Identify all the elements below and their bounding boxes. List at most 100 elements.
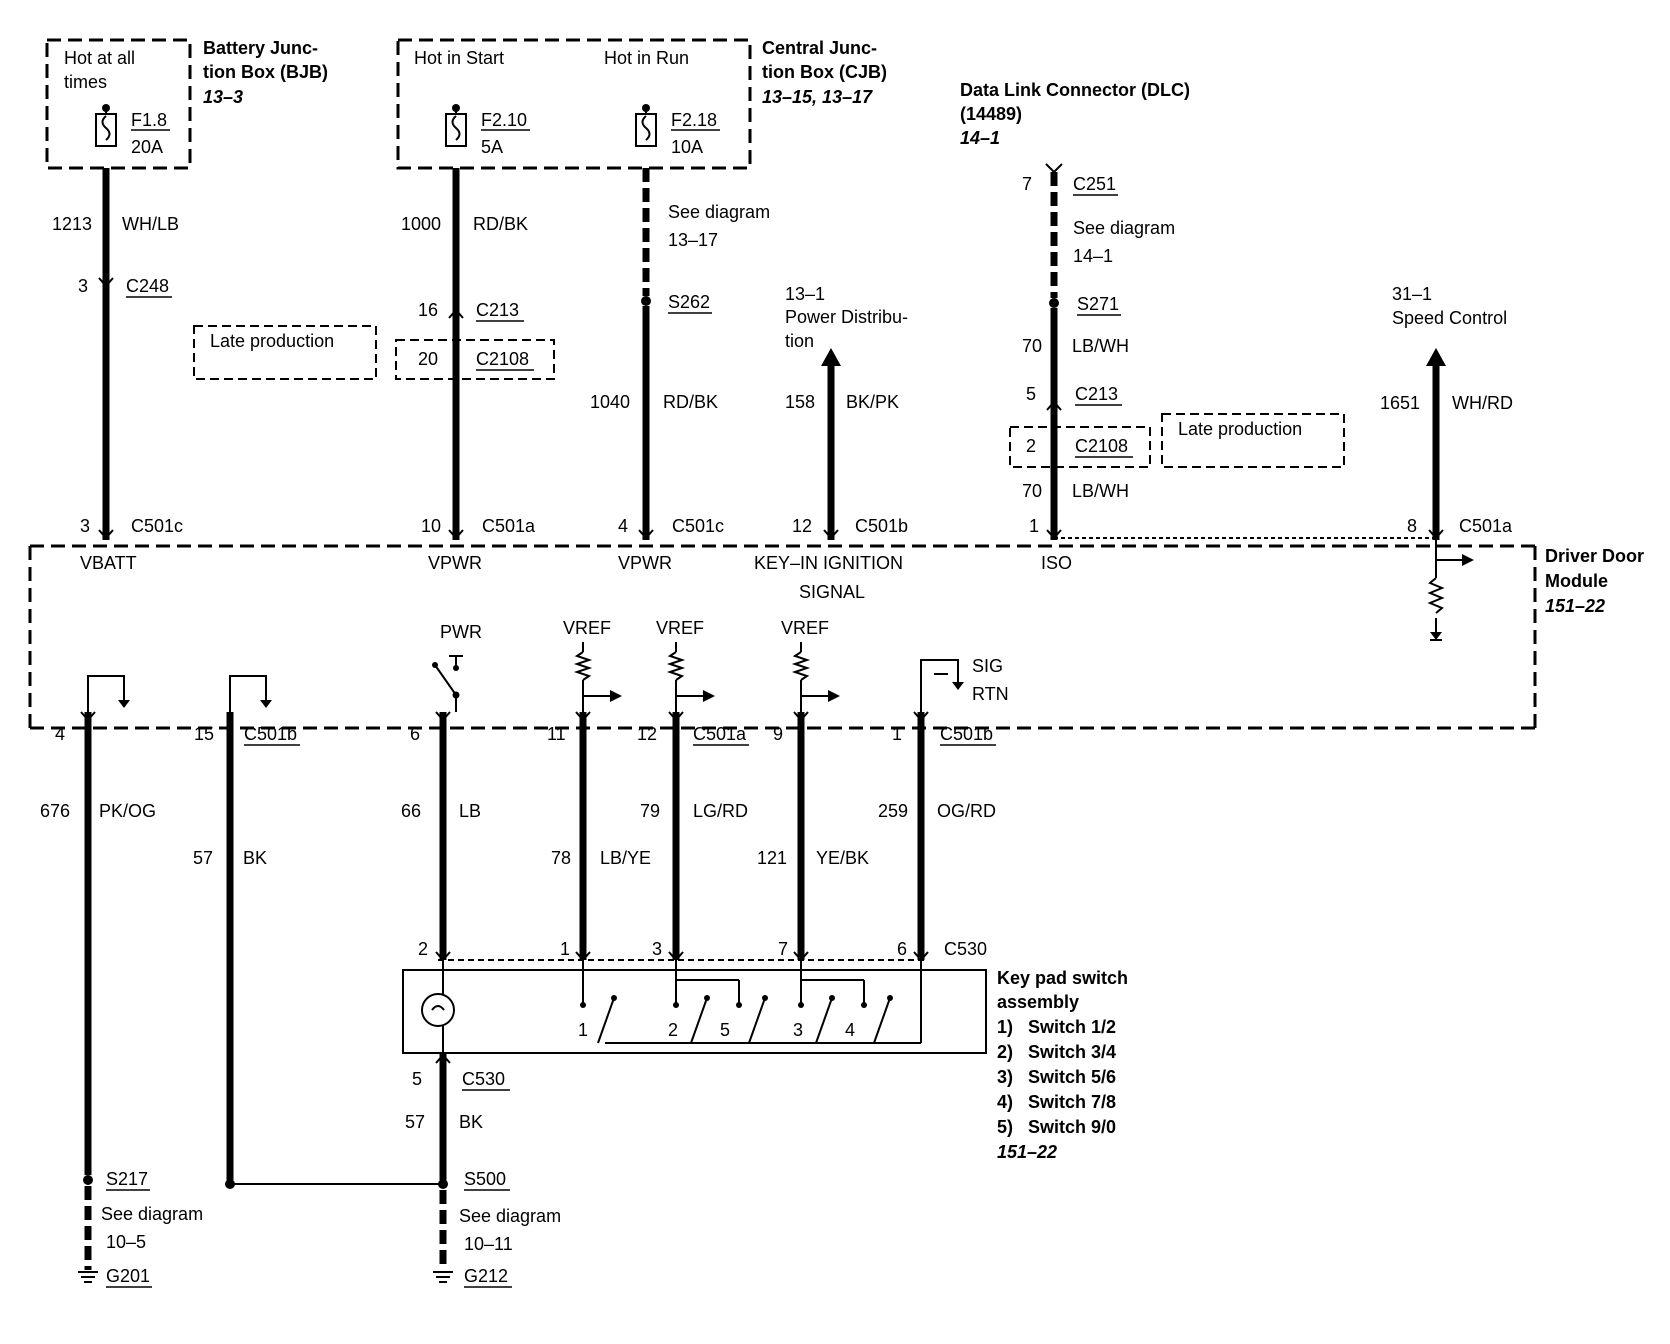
wire-color: LG/RD <box>693 801 748 821</box>
wire-color: RD/BK <box>473 214 528 234</box>
connector-label: C501a <box>482 516 536 536</box>
keypad-ref: 151–22 <box>997 1142 1057 1162</box>
switch-1-icon <box>580 995 617 1044</box>
signal-label: VPWR <box>618 553 672 573</box>
pin-number: 15 <box>194 724 214 744</box>
late-production-label: Late production <box>1178 419 1302 439</box>
wire-66: 6 66 LB 2 <box>401 711 481 962</box>
pin-number: 3 <box>78 276 88 296</box>
keypad-item: 4) Switch 7/8 <box>997 1092 1116 1112</box>
ground-icon <box>433 1271 453 1283</box>
cjb-ref: 13–15, 13–17 <box>762 87 873 107</box>
pin-number: 6 <box>897 939 907 959</box>
vref-label: VREF <box>656 618 704 638</box>
wire-color: WH/RD <box>1452 393 1513 413</box>
ground-icon <box>78 1271 98 1283</box>
keypad-switch-assembly: 1 2 5 3 4 Key pad switch assembly 1) Swi… <box>402 960 1128 1162</box>
signal-label: VBATT <box>80 553 137 573</box>
switch-number: 4 <box>845 1020 855 1040</box>
fuse-icon <box>95 104 117 147</box>
wire-70: 7 C251 See diagram 14–1 S271 70 LB/WH 5 … <box>1009 163 1175 573</box>
wire-1000: 1000 RD/BK 16 C213 20 C2108 10 C501a VPW… <box>395 168 555 573</box>
connector-label: C530 <box>462 1069 505 1089</box>
module-title-line2: Module <box>1545 571 1608 591</box>
switch-3-icon <box>798 980 835 1044</box>
splice-icon <box>1049 298 1059 308</box>
ground-label: G201 <box>106 1266 150 1286</box>
vref-resistor-icon <box>791 642 840 712</box>
vref-label: VREF <box>781 618 829 638</box>
destination-label: Power Distribu- <box>785 307 908 327</box>
circuit-number: 70 <box>1022 336 1042 356</box>
bjb-ref: 13–3 <box>203 87 243 107</box>
connector-label: C501c <box>672 516 724 536</box>
pin-number: 4 <box>55 724 65 744</box>
keypad-item: 1) Switch 1/2 <box>997 1017 1116 1037</box>
ground-loop <box>87 675 125 712</box>
cjb-fuse1-id: F2.10 <box>481 110 527 130</box>
vref-label: VREF <box>563 618 611 638</box>
late-production-label: Late production <box>210 331 334 351</box>
cjb-hot-run: Hot in Run <box>604 48 689 68</box>
wire-121: 9 121 YE/BK 7 <box>757 711 869 962</box>
wire-color: LB/WH <box>1072 336 1129 356</box>
arrow-up-icon <box>1426 348 1446 366</box>
splice-label: S262 <box>668 292 710 312</box>
splice-icon <box>438 1179 448 1189</box>
keypad-item: 2) Switch 3/4 <box>997 1042 1116 1062</box>
keypad-item: 3) Switch 5/6 <box>997 1067 1116 1087</box>
rtn-label: RTN <box>972 684 1009 704</box>
see-diagram-ref: 10–11 <box>464 1234 513 1254</box>
pin-number: 10 <box>421 516 441 536</box>
destination-label: tion <box>785 331 814 351</box>
bjb-title-line1: Battery Junc- <box>203 38 318 58</box>
switch-number: 1 <box>578 1020 588 1040</box>
see-diagram-label: See diagram <box>101 1204 203 1224</box>
pin-number: 3 <box>80 516 90 536</box>
pin-number: 5 <box>412 1069 422 1089</box>
sig-rtn-loop <box>920 659 959 712</box>
splice-label: S271 <box>1077 294 1119 314</box>
lamp-icon <box>421 993 455 1027</box>
dlc-ref: 14–1 <box>960 128 1000 148</box>
connector-label: C213 <box>476 300 519 320</box>
wire-1213: 1213 WH/LB 3 C248 3 C501c VBATT <box>52 168 183 573</box>
ground-label: G212 <box>464 1266 508 1286</box>
fuse-icon <box>635 104 657 147</box>
see-diagram-ref: 13–17 <box>668 230 718 250</box>
destination-ref: 31–1 <box>1392 284 1432 304</box>
connector-label: C501a <box>1459 516 1513 536</box>
ground-icon <box>260 700 272 708</box>
cjb-hot-start: Hot in Start <box>414 48 504 68</box>
wire-78: 11 78 LB/YE 1 <box>547 711 651 962</box>
wire-676: 4 676 PK/OG S217 See diagram 10–5 G201 <box>40 711 203 1288</box>
signal-label: ISO <box>1041 553 1072 573</box>
bjb-hot-line2: times <box>64 72 107 92</box>
connector-label: C530 <box>944 939 987 959</box>
connector-label: C251 <box>1073 174 1116 194</box>
splice-icon <box>641 296 651 306</box>
pin-number: 6 <box>410 724 420 744</box>
pwr-label: PWR <box>440 622 482 642</box>
keypad-title-line2: assembly <box>997 992 1079 1012</box>
circuit-number: 1213 <box>52 214 92 234</box>
wire-color: BK <box>243 848 267 868</box>
circuit-number: 676 <box>40 801 70 821</box>
resistor-icon <box>1427 540 1474 641</box>
see-diagram-label: See diagram <box>459 1206 561 1226</box>
wire-259: 1 C501b 259 OG/RD 6 C530 <box>878 711 996 962</box>
bjb-title-line2: tion Box (BJB) <box>203 62 328 82</box>
pin-number: 12 <box>792 516 812 536</box>
circuit-number: 1651 <box>1380 393 1420 413</box>
connector-label: C213 <box>1075 384 1118 404</box>
bjb-fuse-rating: 20A <box>131 137 163 157</box>
destination-ref: 13–1 <box>785 284 825 304</box>
wire-57-a: 15 C501b 57 BK <box>193 712 443 1189</box>
see-diagram-ref: 10–5 <box>106 1232 146 1252</box>
bjb-fuse-id: F1.8 <box>131 110 167 130</box>
splice-label: S217 <box>106 1169 148 1189</box>
circuit-number: 70 <box>1022 481 1042 501</box>
driver-door-module: Driver Door Module 151–22 PWR <box>28 537 1644 730</box>
connector-label: C501c <box>131 516 183 536</box>
connector-label: C248 <box>126 276 169 296</box>
